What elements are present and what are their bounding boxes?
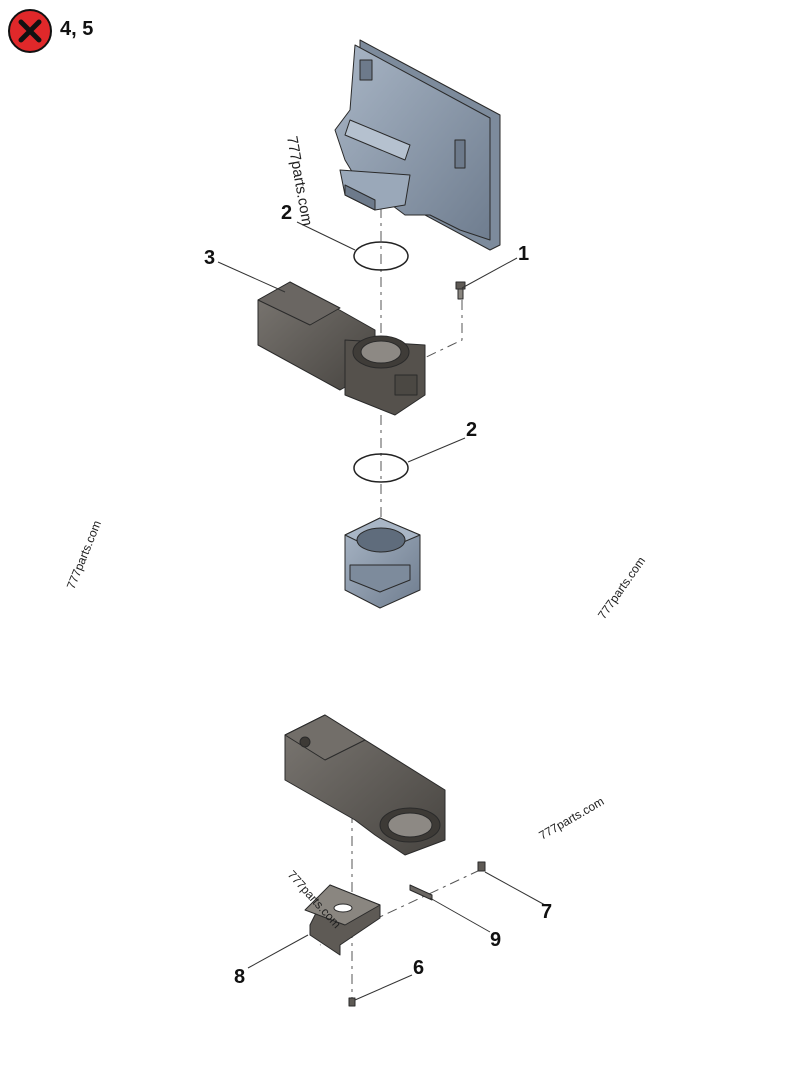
adapter-flange (344, 517, 421, 609)
housing-assembly (334, 39, 501, 251)
x-circle-icon (8, 9, 52, 53)
excluded-items-label: 4, 5 (60, 18, 93, 40)
bolt (455, 281, 466, 300)
watermark: 777parts.com (64, 518, 104, 591)
excluded-items-badge: 4, 5 (8, 9, 93, 53)
leader-3 (217, 261, 286, 293)
leader-7 (484, 871, 546, 906)
callout-6: 6 (413, 957, 424, 979)
leader-8 (247, 934, 309, 969)
screw (477, 861, 486, 872)
watermark: 777parts.com (537, 794, 607, 842)
callout-2-lower: 2 (466, 419, 477, 441)
valve-body (257, 281, 426, 416)
callout-2-upper: 2 (281, 202, 292, 224)
o-ring-lower (353, 453, 409, 483)
mounting-bracket (304, 884, 381, 956)
callout-7: 7 (541, 901, 552, 923)
pin (409, 884, 433, 901)
bolt-axis (419, 300, 463, 361)
leader-9 (429, 897, 491, 933)
watermark: 777parts.com (595, 554, 648, 622)
lower-bolt (348, 997, 356, 1007)
callout-1: 1 (518, 243, 529, 265)
leader-2-lower (407, 437, 466, 463)
leader-1 (461, 257, 518, 289)
leader-6 (354, 974, 413, 1001)
callout-9: 9 (490, 929, 501, 951)
callout-8: 8 (234, 966, 245, 988)
callout-3: 3 (204, 247, 215, 269)
leader-2-upper (296, 221, 356, 251)
actuator-assembly (284, 714, 446, 856)
o-ring-upper (353, 241, 409, 271)
